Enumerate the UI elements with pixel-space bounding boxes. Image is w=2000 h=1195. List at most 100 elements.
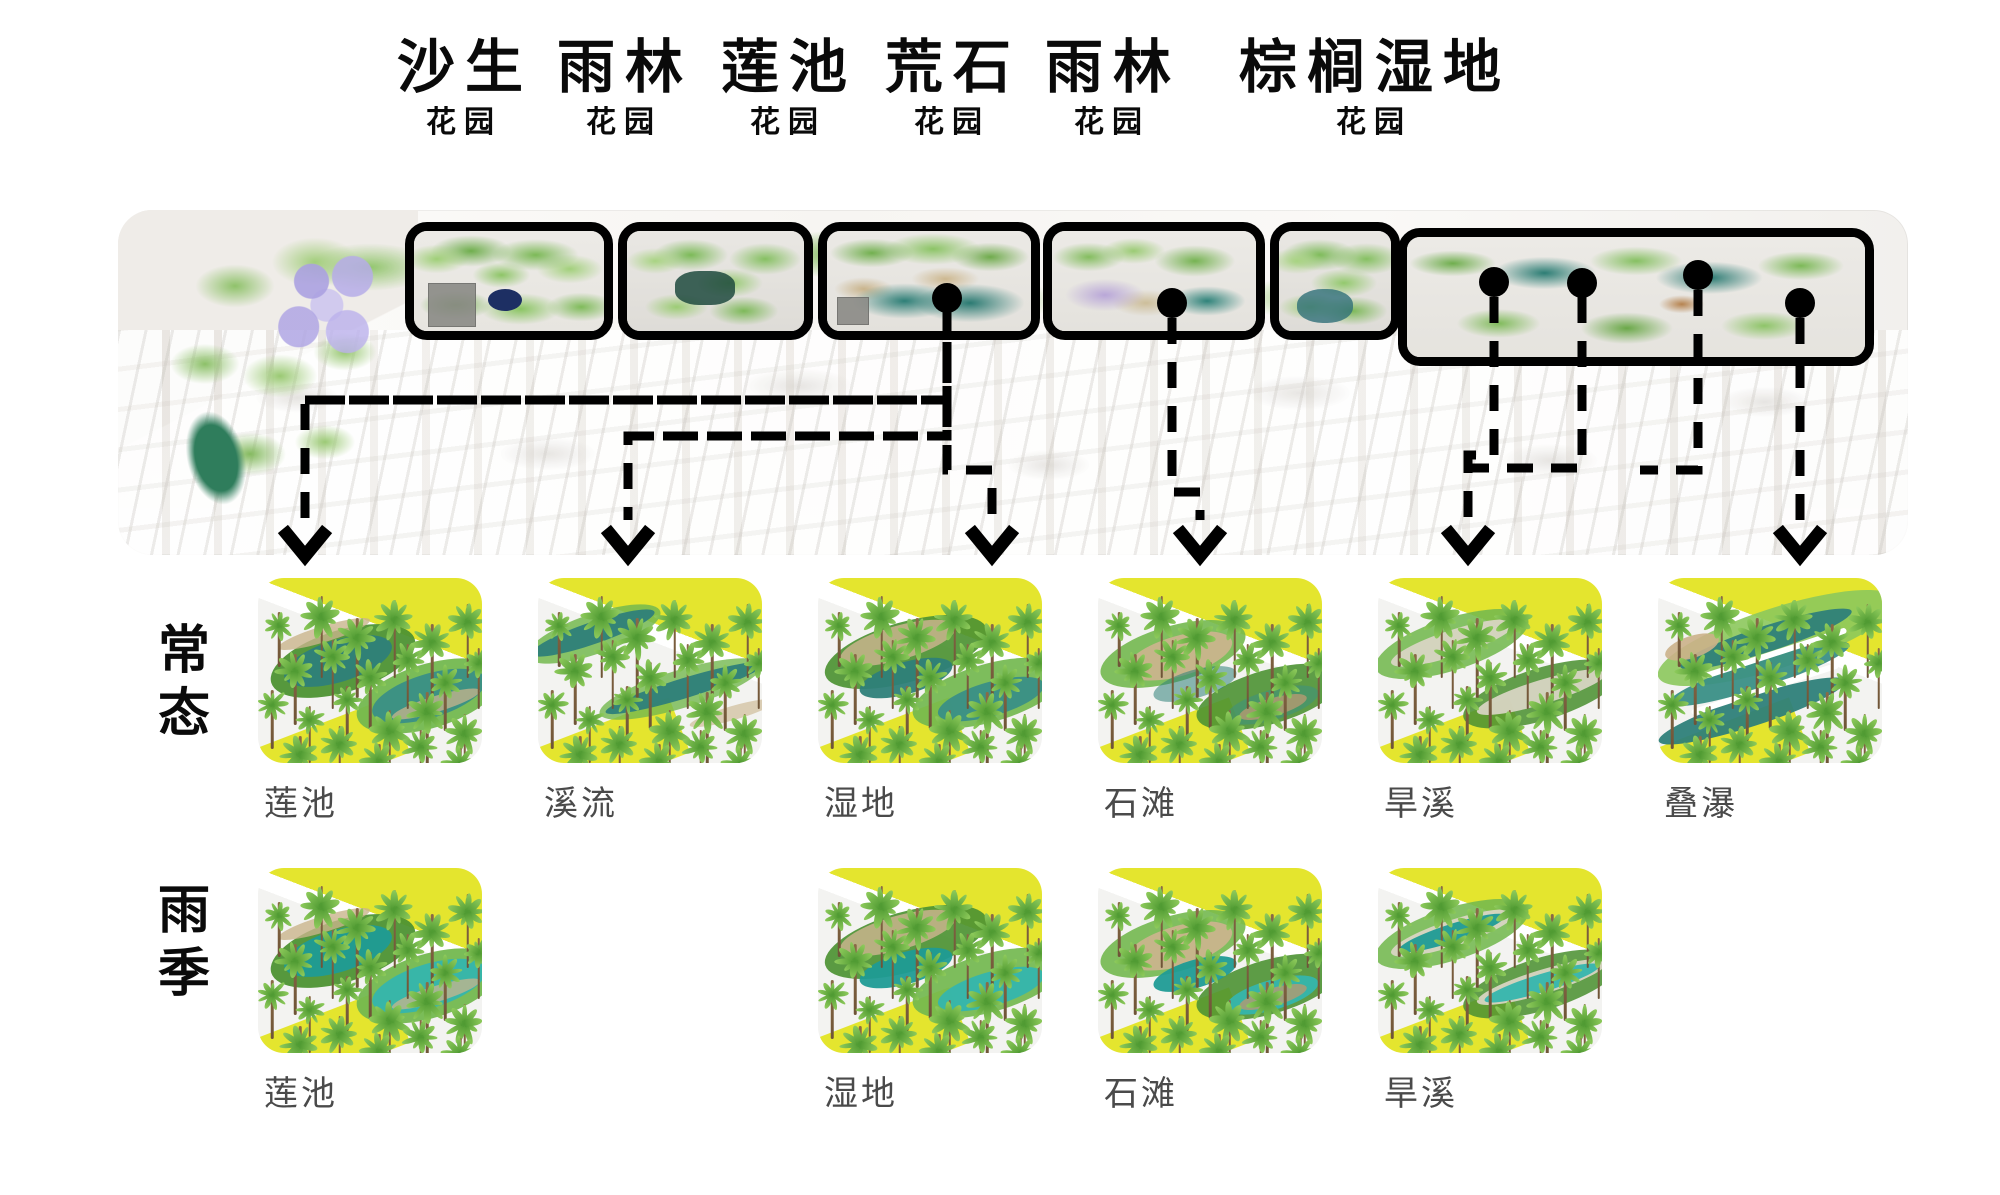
palm-tree (1810, 623, 1851, 700)
palm-crown (1199, 1032, 1237, 1053)
marker-dot-palm-2[interactable] (1683, 260, 1713, 290)
palm-tree (892, 686, 923, 741)
palm-crown (446, 892, 482, 930)
palm-tree (1512, 931, 1545, 1000)
palm-tree (1433, 928, 1471, 1000)
palm-crown (1563, 712, 1602, 756)
scene-thumbnail-dryriver[interactable] (1378, 578, 1602, 763)
palm-crown (313, 638, 351, 675)
palm-crown (824, 900, 853, 931)
palm-trunk (393, 890, 396, 968)
row-label-rainy: 雨 季 (140, 880, 230, 1007)
palm-tree (1830, 665, 1863, 731)
palm-frond (864, 706, 873, 721)
palm-crown (299, 884, 341, 930)
palm-crown (685, 690, 726, 735)
marker-dot-wetland[interactable] (932, 283, 962, 313)
palm-trunk (1148, 996, 1151, 1053)
palm-frond (1679, 623, 1690, 627)
palm-crown (1303, 935, 1322, 969)
palm-tree (1679, 735, 1718, 763)
palm-trunk (1283, 668, 1287, 731)
palm-trunk (477, 938, 480, 999)
palm-trunk (443, 958, 447, 1021)
palm-tree (430, 665, 463, 731)
palm-trunk (1488, 662, 1492, 730)
scene-thumbnail-wetland[interactable] (818, 578, 1042, 763)
marker-dot-rockbeach[interactable] (1157, 288, 1187, 318)
palm-tree (965, 692, 1006, 763)
scene-thumbnail-lotus[interactable] (258, 578, 482, 763)
palm-tree (538, 690, 569, 749)
palm-frond (1303, 726, 1322, 738)
palm-trunk (368, 952, 372, 1020)
palm-crown (1245, 690, 1286, 735)
palm-trunk (1563, 958, 1567, 1021)
palm-frond (1119, 913, 1130, 917)
palm-trunk (891, 640, 894, 710)
zone-box-1[interactable] (618, 222, 813, 340)
palm-tree (723, 714, 762, 763)
palm-tree (1550, 665, 1583, 731)
palm-crown (1384, 610, 1413, 641)
palm-tree (1023, 645, 1042, 709)
zone-box-2[interactable] (818, 222, 1040, 340)
palm-trunk (928, 952, 932, 1020)
palm-trunk (477, 648, 480, 709)
palm-tree (544, 611, 573, 667)
palm-tree (410, 623, 451, 700)
palm-trunk (1026, 894, 1029, 968)
scene-thumbnail-wetland-wet[interactable] (818, 868, 1042, 1053)
scene-thumbnail-waterfall[interactable] (1658, 578, 1882, 763)
palm-trunk (308, 706, 311, 763)
palm-crown (1759, 742, 1797, 763)
marker-dot-palm-1[interactable] (1567, 268, 1597, 298)
row-label-rainy-c2: 季 (157, 944, 212, 1005)
palm-crown (1240, 728, 1278, 763)
palm-tree (1175, 617, 1216, 698)
zone-box-4[interactable] (1270, 222, 1400, 340)
palm-tree (1394, 652, 1434, 726)
palm-crown (400, 728, 438, 763)
palm-crown (1378, 688, 1409, 720)
palm-trunk (953, 890, 956, 968)
palm-tree (834, 942, 874, 1016)
palm-crown (1139, 594, 1181, 640)
palm-tree (1199, 1032, 1237, 1053)
palm-crown (274, 942, 314, 979)
palm-crown (1800, 728, 1838, 763)
scene-thumbnail-dryriver-wet[interactable] (1378, 868, 1602, 1053)
scene-thumbnail-stream[interactable] (538, 578, 762, 763)
palm-tree (1159, 725, 1198, 763)
marker-dot-dryriver[interactable] (1479, 267, 1509, 297)
palm-tree (440, 746, 478, 763)
scene-thumbnail-rockbeach-wet[interactable] (1098, 868, 1322, 1053)
palm-tree (1280, 746, 1318, 763)
palm-tree (685, 690, 726, 763)
palm-trunk (368, 662, 372, 730)
palm-crown (1566, 892, 1602, 930)
palm-tree (672, 641, 705, 710)
palm-tree (1840, 746, 1878, 763)
scene-thumbnail-rockbeach[interactable] (1098, 578, 1322, 763)
scene-caption-wetland-wet: 湿地 (824, 1074, 898, 1114)
zone-title-3-main: 荒石 (884, 33, 1021, 101)
scene-thumbnail-lotus-wet[interactable] (258, 868, 482, 1053)
palm-tree (648, 710, 693, 763)
palm-trunk (853, 944, 857, 1016)
palm-tree (295, 706, 326, 763)
palm-crown (299, 594, 341, 640)
palm-tree (1530, 623, 1571, 700)
zone-box-3[interactable] (1043, 222, 1265, 340)
palm-tree (1768, 710, 1813, 763)
palm-frond (1399, 623, 1410, 627)
palm-tree (1563, 1004, 1602, 1053)
marker-dot-palm-3[interactable] (1785, 288, 1815, 318)
zone-box-0[interactable] (405, 222, 613, 340)
palm-tree (970, 623, 1011, 700)
palm-tree (965, 982, 1006, 1053)
palm-tree (1792, 641, 1825, 710)
row-label-normal-c1: 常 (157, 621, 212, 681)
palm-frond (1303, 1016, 1322, 1028)
